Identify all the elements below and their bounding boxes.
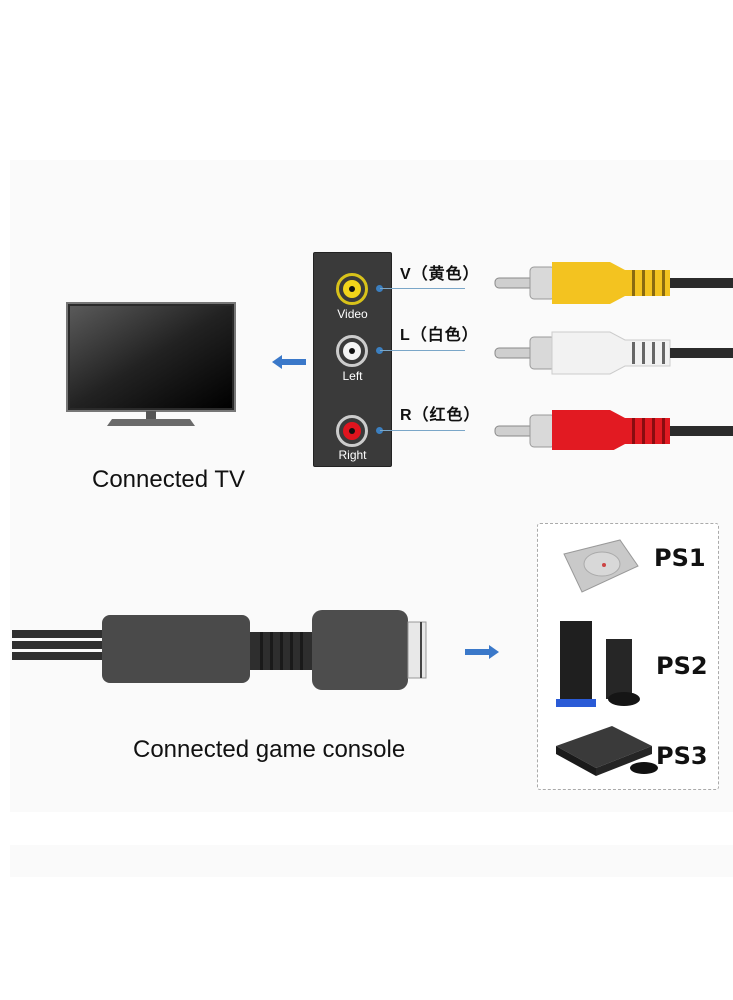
background-strip	[10, 845, 733, 877]
ps2-console-image	[556, 621, 640, 707]
red-plug	[494, 410, 733, 450]
arrow-right-icon	[465, 645, 499, 659]
video-jack	[336, 273, 368, 305]
left-jack	[336, 335, 368, 367]
left-leader-line	[380, 350, 465, 351]
rca-plugs-image	[494, 262, 733, 450]
left-jack-label: Left	[342, 369, 363, 383]
ps3-console-image	[556, 726, 658, 776]
ps1-console-image	[563, 539, 639, 593]
arrow-left-icon	[272, 355, 306, 369]
video-leader-line	[380, 288, 465, 289]
ps2-label: PS2	[656, 652, 708, 680]
compatible-consoles-box: PS1 PS2 PS3	[537, 523, 719, 790]
ps1-label: PS1	[654, 544, 706, 572]
ps3-label: PS3	[656, 742, 708, 770]
right-leader-line	[380, 430, 465, 431]
console-label: Connected game console	[133, 736, 406, 763]
yellow-plug	[494, 262, 733, 304]
channel-label-right: R（红色）	[400, 407, 481, 424]
right-jack	[336, 415, 368, 447]
channel-label-left: L（白色）	[400, 327, 479, 344]
left-dot	[376, 347, 383, 354]
white-plug	[494, 331, 733, 375]
right-dot	[376, 427, 383, 434]
tv-label: Connected TV	[92, 466, 245, 493]
video-dot	[376, 285, 383, 292]
console-connector-image	[12, 610, 427, 690]
right-jack-label: Right	[338, 448, 367, 462]
video-jack-label: Video	[337, 307, 368, 321]
tv-image	[66, 302, 236, 426]
channel-label-video: V（黄色）	[400, 266, 480, 283]
